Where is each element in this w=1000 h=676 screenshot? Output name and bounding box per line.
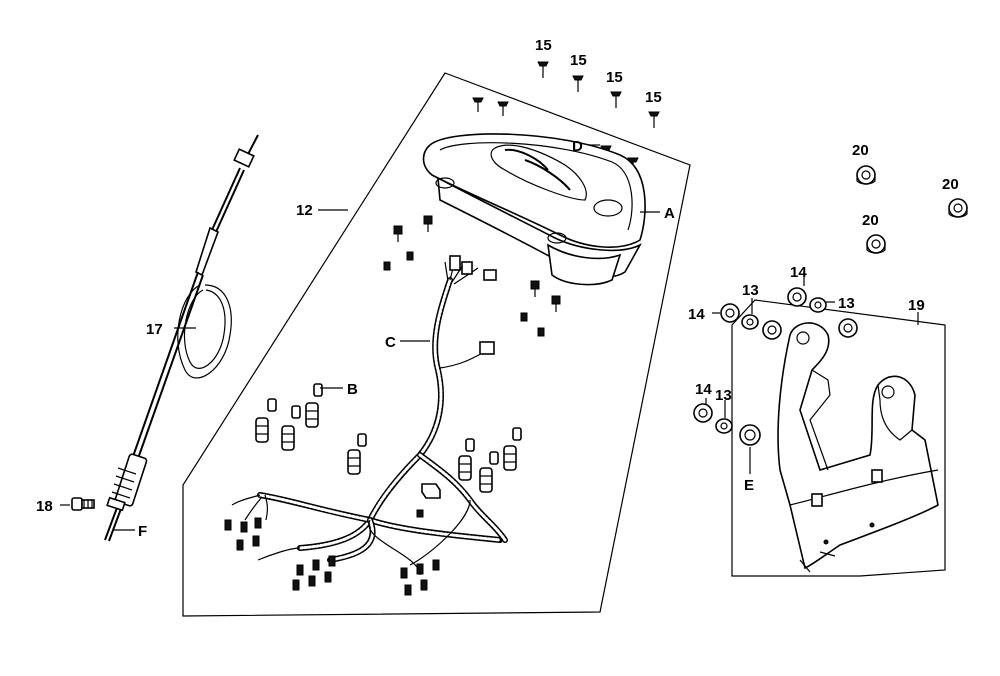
- nut-20-group: [856, 165, 968, 254]
- label-13-a: 13: [742, 282, 759, 299]
- label-18: 18: [36, 498, 53, 515]
- washers-nuts: [693, 287, 858, 446]
- label-14-b: 14: [688, 306, 705, 323]
- terminal-pins: [224, 517, 440, 596]
- label-e: E: [744, 477, 754, 494]
- meter-housing: [422, 133, 646, 286]
- part-labels: 15 15 15 15 D 12 A C B 17 18 F 20 20 20 …: [36, 37, 959, 540]
- label-19: 19: [908, 297, 925, 314]
- label-15-b: 15: [570, 52, 587, 69]
- label-b: B: [347, 381, 358, 398]
- label-20-c: 20: [862, 212, 879, 229]
- leader-lines: [60, 144, 919, 531]
- label-15-d: 15: [645, 89, 662, 106]
- screw-15-group: [537, 61, 660, 128]
- label-12: 12: [296, 202, 313, 219]
- label-15-c: 15: [606, 69, 623, 86]
- label-17: 17: [146, 321, 163, 338]
- label-c: C: [385, 334, 396, 351]
- label-13-c: 13: [715, 387, 732, 404]
- bracket-assembly-outline: [731, 299, 946, 577]
- meter-bulb-screws: [383, 215, 561, 337]
- label-a: A: [664, 205, 675, 222]
- label-13-b: 13: [838, 295, 855, 312]
- label-f: F: [138, 523, 147, 540]
- wire-harness: [231, 259, 508, 576]
- bolt-18: [71, 497, 95, 511]
- label-d: D: [572, 138, 583, 155]
- label-15-a: 15: [535, 37, 552, 54]
- label-20-b: 20: [942, 176, 959, 193]
- harness-connectors: [449, 255, 497, 355]
- bulb-sockets: [255, 383, 522, 518]
- label-14-a: 14: [790, 264, 807, 281]
- label-20-a: 20: [852, 142, 869, 159]
- meter-bracket: [777, 322, 939, 573]
- speedometer-cable: [104, 134, 259, 542]
- label-14-c: 14: [695, 381, 712, 398]
- meter-assembly-outline: [182, 72, 691, 617]
